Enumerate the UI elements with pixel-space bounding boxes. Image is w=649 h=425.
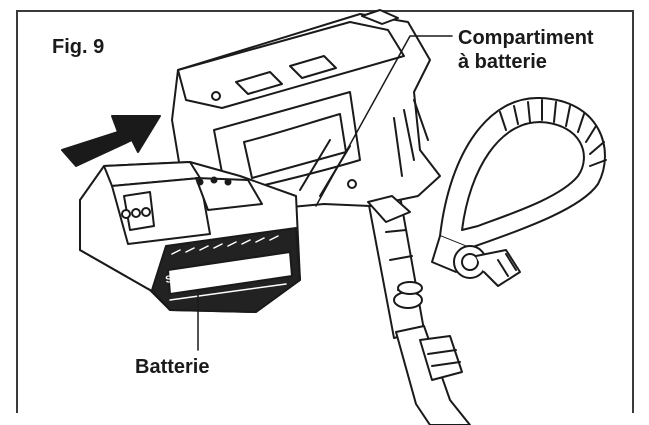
compartment-callout: Compartiment à batterie <box>458 26 594 74</box>
compartment-callout-line2: à batterie <box>458 51 547 73</box>
figure-frame <box>16 10 634 413</box>
compartment-callout-line1: Compartiment <box>458 27 594 49</box>
callout-leaders <box>197 35 453 351</box>
battery-pack <box>79 161 301 313</box>
d-handle <box>431 96 607 287</box>
figure-number-label: Fig. 9 <box>52 36 105 58</box>
tool-body <box>171 9 441 223</box>
insert-direction-arrow <box>61 115 161 167</box>
compartment-leader-line <box>315 35 453 207</box>
wand-shaft <box>367 195 471 425</box>
battery-callout: Batterie <box>135 356 210 378</box>
